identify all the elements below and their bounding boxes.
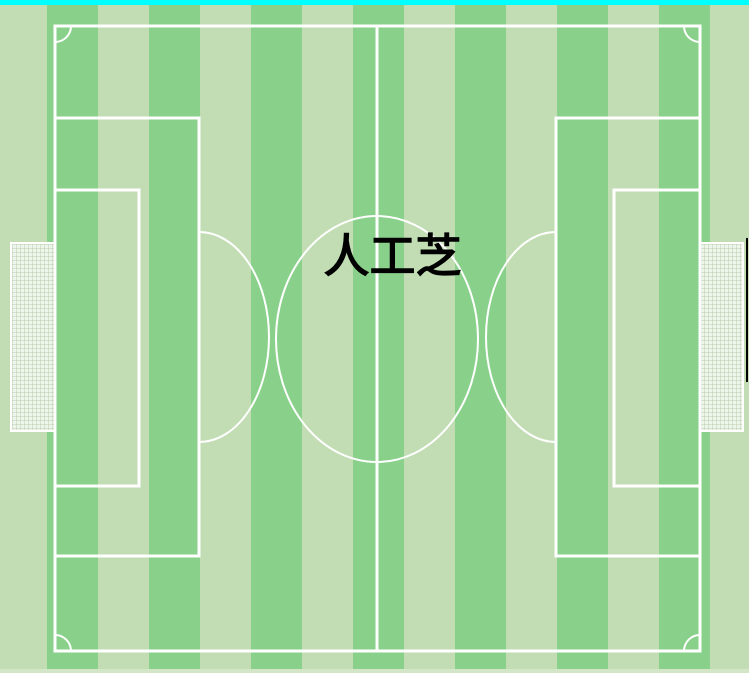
- frame-edge-top: [0, 0, 749, 5]
- corner-arc-bottom-left: [54, 634, 72, 652]
- grass-stripe: [98, 5, 149, 669]
- grass-stripe: [200, 5, 251, 669]
- corner-arc-top-right: [683, 25, 701, 43]
- grass-stripe: [404, 5, 455, 669]
- corner-arc-bottom-right: [683, 634, 701, 652]
- grass-stripe: [557, 5, 608, 669]
- grass-stripe: [506, 5, 557, 669]
- right-goal-net-icon: [699, 242, 744, 432]
- corner-arc-top-left: [54, 25, 72, 43]
- grass-stripe: [608, 5, 659, 669]
- right-penalty-arc: [485, 231, 557, 443]
- field-title: 人工芝: [323, 229, 462, 283]
- grass-stripe: [302, 5, 353, 669]
- grass-stripe: [149, 5, 200, 669]
- grass-stripes: [0, 5, 749, 669]
- left-goal-net-icon: [10, 242, 56, 432]
- left-penalty-arc: [198, 231, 270, 443]
- center-circle: [275, 215, 479, 463]
- grass-stripe: [455, 5, 506, 669]
